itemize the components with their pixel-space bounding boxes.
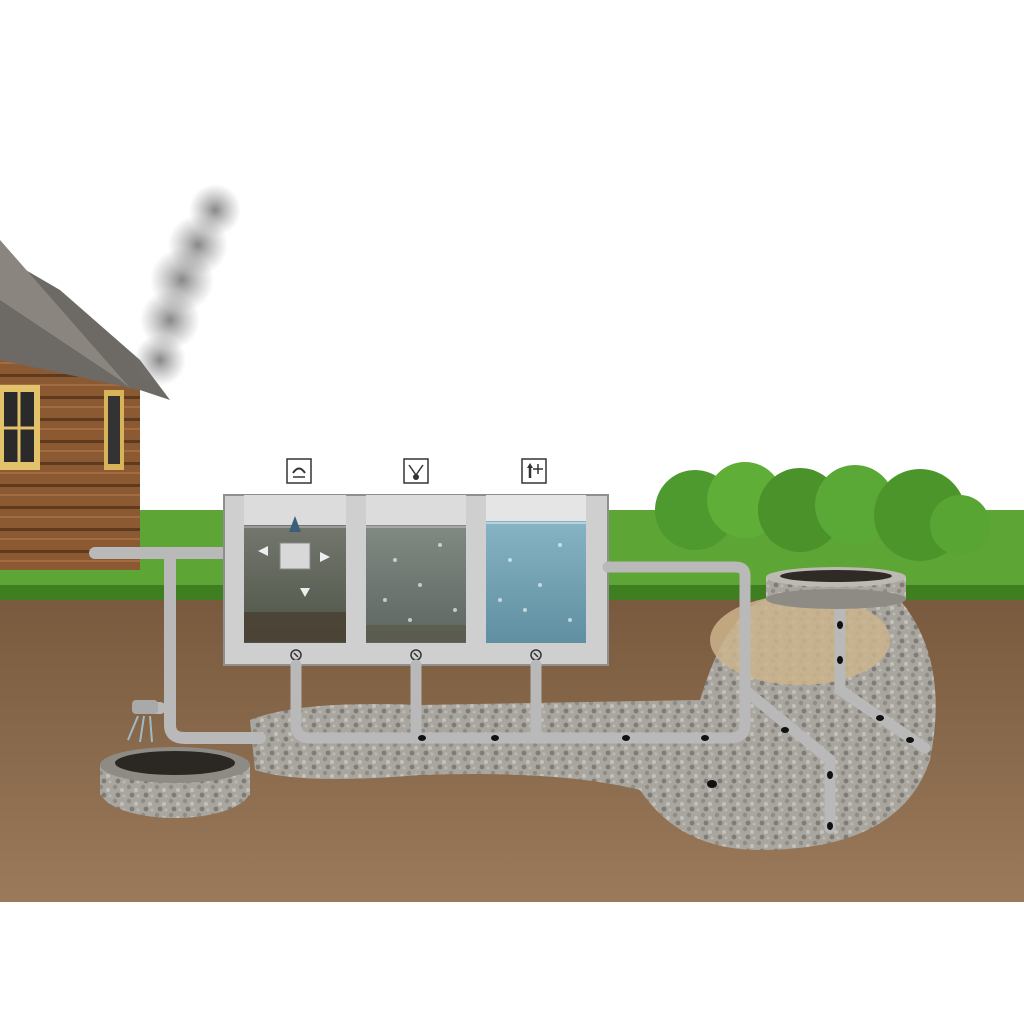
chimney-smoke [134,184,241,386]
pipe-perforations [418,621,914,830]
sludge-pit [100,747,250,818]
shower-icon [286,458,312,484]
chamber-icons [286,458,547,484]
drainage-pipes [290,561,931,834]
pump-icon [521,458,547,484]
spout [127,700,158,743]
log-house [0,240,170,570]
filtration-well [766,567,906,609]
sand-mound [710,595,890,685]
bushes [655,462,990,561]
bottom-margin [0,902,1024,1024]
aeration-icon [403,458,429,484]
sky [0,0,1024,520]
septic-tank [223,494,609,666]
